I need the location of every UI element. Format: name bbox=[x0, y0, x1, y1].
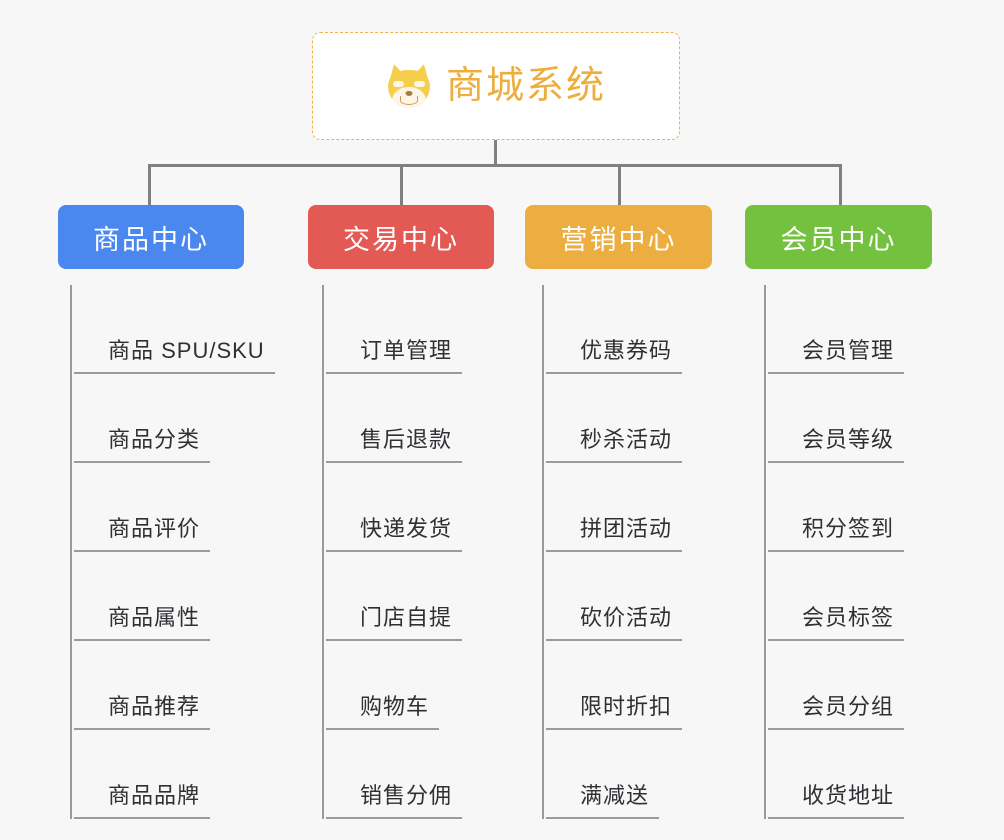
list-item[interactable]: 砍价活动 bbox=[546, 552, 712, 641]
leaf-label: 会员标签 bbox=[768, 600, 905, 641]
leaf-label: 商品分类 bbox=[74, 422, 211, 463]
connector-horizontal-bus bbox=[148, 164, 842, 167]
leaf-label: 商品品牌 bbox=[74, 778, 211, 819]
list-item[interactable]: 销售分佣 bbox=[326, 730, 494, 819]
leaf-label: 秒杀活动 bbox=[546, 422, 683, 463]
leaf-label: 订单管理 bbox=[326, 333, 463, 374]
leaf-label: 积分签到 bbox=[768, 511, 905, 552]
branch-header-2[interactable]: 交易中心 bbox=[308, 205, 494, 269]
leaf-label: 满减送 bbox=[546, 778, 660, 819]
leaf-label: 会员等级 bbox=[768, 422, 905, 463]
leaf-list-2: 订单管理 售后退款 快递发货 门店自提 购物车 销售分佣 bbox=[322, 285, 494, 819]
root-node[interactable]: 商城系统 bbox=[312, 32, 680, 140]
shiba-nose bbox=[405, 91, 413, 96]
list-item[interactable]: 商品分类 bbox=[74, 374, 244, 463]
shiba-eye-left bbox=[392, 81, 404, 87]
leaf-label: 商品 SPU/SKU bbox=[74, 333, 275, 374]
list-item[interactable]: 会员管理 bbox=[768, 285, 932, 374]
leaf-label: 收货地址 bbox=[768, 778, 905, 819]
leaf-label: 会员管理 bbox=[768, 333, 905, 374]
list-item[interactable]: 购物车 bbox=[326, 641, 494, 730]
branch-column-2: 交易中心 订单管理 售后退款 快递发货 门店自提 购物车 销售分佣 bbox=[308, 205, 494, 819]
leaf-list-4: 会员管理 会员等级 积分签到 会员标签 会员分组 收货地址 bbox=[764, 285, 932, 819]
list-item[interactable]: 会员标签 bbox=[768, 552, 932, 641]
connector-drop-4 bbox=[839, 164, 842, 207]
list-item[interactable]: 满减送 bbox=[546, 730, 712, 819]
list-item[interactable]: 商品评价 bbox=[74, 463, 244, 552]
branch-column-4: 会员中心 会员管理 会员等级 积分签到 会员标签 会员分组 收货地址 bbox=[745, 205, 932, 819]
root-title: 商城系统 bbox=[445, 65, 606, 107]
list-item[interactable]: 商品推荐 bbox=[74, 641, 244, 730]
list-item[interactable]: 订单管理 bbox=[326, 285, 494, 374]
leaf-label: 优惠券码 bbox=[546, 333, 683, 374]
list-item[interactable]: 积分签到 bbox=[768, 463, 932, 552]
list-item[interactable]: 快递发货 bbox=[326, 463, 494, 552]
connector-root-stem bbox=[494, 140, 497, 167]
list-item[interactable]: 门店自提 bbox=[326, 552, 494, 641]
list-item[interactable]: 商品品牌 bbox=[74, 730, 244, 819]
list-item[interactable]: 售后退款 bbox=[326, 374, 494, 463]
list-item[interactable]: 会员分组 bbox=[768, 641, 932, 730]
connector-drop-2 bbox=[400, 164, 403, 207]
leaf-label: 拼团活动 bbox=[546, 511, 683, 552]
branch-title-4: 会员中心 bbox=[780, 224, 897, 255]
list-item[interactable]: 商品 SPU/SKU bbox=[74, 285, 275, 374]
connector-drop-1 bbox=[148, 164, 151, 207]
shiba-mouth bbox=[399, 96, 418, 105]
list-item[interactable]: 优惠券码 bbox=[546, 285, 712, 374]
list-item[interactable]: 商品属性 bbox=[74, 552, 244, 641]
branch-header-4[interactable]: 会员中心 bbox=[745, 205, 932, 269]
branch-title-1: 商品中心 bbox=[93, 224, 209, 255]
leaf-label: 售后退款 bbox=[326, 422, 463, 463]
branch-column-3: 营销中心 优惠券码 秒杀活动 拼团活动 砍价活动 限时折扣 满减送 bbox=[525, 205, 712, 819]
leaf-label: 会员分组 bbox=[768, 689, 905, 730]
branch-header-3[interactable]: 营销中心 bbox=[525, 205, 712, 269]
leaf-list-3: 优惠券码 秒杀活动 拼团活动 砍价活动 限时折扣 满减送 bbox=[542, 285, 712, 819]
list-item[interactable]: 拼团活动 bbox=[546, 463, 712, 552]
leaf-label: 砍价活动 bbox=[546, 600, 683, 641]
list-item[interactable]: 收货地址 bbox=[768, 730, 932, 819]
list-item[interactable]: 会员等级 bbox=[768, 374, 932, 463]
leaf-list-1: 商品 SPU/SKU 商品分类 商品评价 商品属性 商品推荐 商品品牌 bbox=[70, 285, 275, 819]
branch-column-1: 商品中心 商品 SPU/SKU 商品分类 商品评价 商品属性 商品推荐 商品品牌 bbox=[58, 205, 275, 819]
branch-title-3: 营销中心 bbox=[560, 224, 677, 255]
leaf-label: 限时折扣 bbox=[546, 689, 683, 730]
list-item[interactable]: 限时折扣 bbox=[546, 641, 712, 730]
leaf-label: 快递发货 bbox=[326, 511, 463, 552]
leaf-label: 商品推荐 bbox=[74, 689, 211, 730]
branch-header-1[interactable]: 商品中心 bbox=[58, 205, 244, 269]
leaf-label: 商品属性 bbox=[74, 600, 211, 641]
leaf-label: 购物车 bbox=[326, 689, 440, 730]
connector-drop-3 bbox=[618, 164, 621, 207]
shiba-head bbox=[387, 70, 430, 108]
branch-title-2: 交易中心 bbox=[343, 224, 459, 255]
shiba-dog-face-icon bbox=[385, 62, 433, 108]
shiba-eye-right bbox=[413, 81, 425, 87]
leaf-label: 门店自提 bbox=[326, 600, 463, 641]
leaf-label: 商品评价 bbox=[74, 511, 211, 552]
list-item[interactable]: 秒杀活动 bbox=[546, 374, 712, 463]
leaf-label: 销售分佣 bbox=[326, 778, 463, 819]
